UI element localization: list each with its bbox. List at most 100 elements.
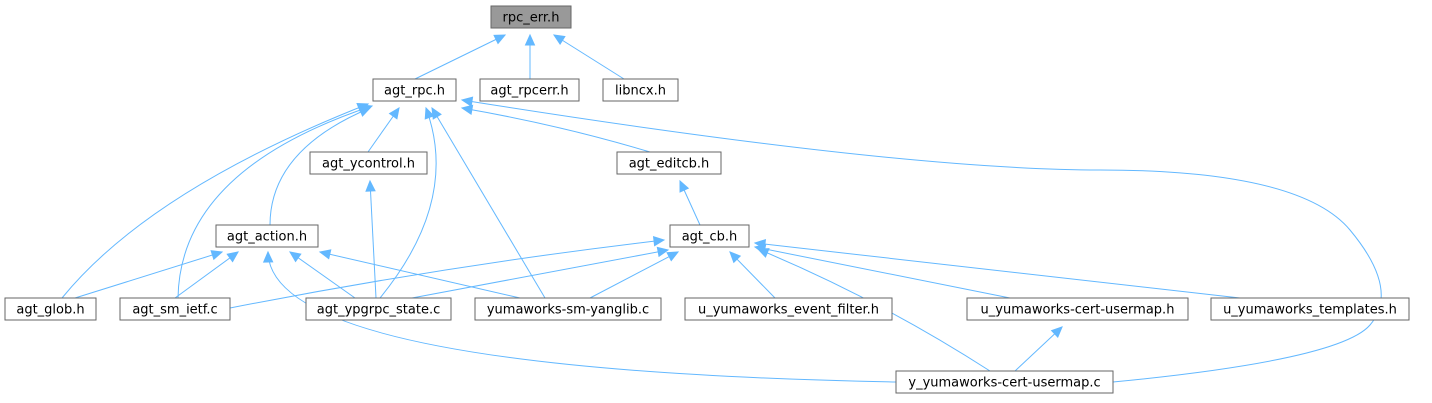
arrowhead-icon [756,248,770,258]
node-label: y_yumaworks-cert-usermap.c [908,376,1100,391]
edge-line [379,107,437,299]
node-box [684,297,893,321]
edge-agt_ypgrpc_state-to-agt_action [289,251,356,299]
arrowhead-icon [388,107,400,120]
node-box [4,297,97,321]
edge-line [61,103,369,299]
edge-agt_sm_ietf-to-agt_cb [229,235,666,309]
arrowhead-icon [656,246,670,258]
node-libncx[interactable]: libncx.h [602,78,679,102]
node-label: agt_rpc.h [384,84,445,99]
node-label: u_yumaworks_event_filter.h [698,303,879,318]
arrowhead-icon [210,250,224,261]
node-box [215,224,319,248]
edge-agt_rpc-to-rpc_err [414,34,507,80]
arrowhead-icon [262,250,274,263]
edge-y_cert_usermap-to-cert_usermap_h [1014,326,1063,372]
node-box [1210,297,1410,321]
node-label: rpc_err.h [503,11,560,26]
node-agt_ypgrpc_state[interactable]: agt_ypgrpc_state.c [305,297,452,321]
node-agt_ycontrol[interactable]: agt_ycontrol.h [309,151,428,175]
arrowhead-icon [552,34,566,46]
edge-line [369,180,377,299]
edge-line [269,107,371,226]
edge-line [174,251,239,299]
edge-agt_sm_ietf-to-agt_rpc [177,104,374,299]
arrowhead-icon [365,179,376,192]
edge-agt_ypgrpc_state-to-agt_ycontrol [365,179,377,299]
graph-edges [61,33,1382,383]
edge-line [319,251,521,299]
node-box [490,5,572,29]
edge-agt_glob-to-agt_action [74,250,224,299]
arrowhead-icon [424,106,435,120]
edge-line [461,99,1382,383]
edge-line [754,246,1011,299]
edge-line [267,251,897,383]
edge-line [177,105,373,299]
edge-line [754,242,1241,299]
edge-cert_usermap_h-to-agt_cb [753,243,1011,299]
node-agt_cb[interactable]: agt_cb.h [669,224,750,248]
edge-line [589,251,679,299]
edge-event_filter-to-agt_cb [729,251,776,299]
node-label: agt_cb.h [682,230,738,245]
node-box [119,297,231,321]
node-sm_yanglib[interactable]: yumaworks-sm-yanglib.c [474,297,662,321]
edge-line [289,251,356,299]
node-agt_sm_ietf[interactable]: agt_sm_ietf.c [119,297,231,321]
node-y_cert_usermap[interactable]: y_yumaworks-cert-usermap.c [895,370,1114,394]
node-box [309,151,428,175]
edge-sm_yanglib-to-agt_cb [589,251,680,299]
node-label: agt_rpcerr.h [490,84,568,99]
edge-agt_ypgrpc_state-to-agt_cb [411,246,670,299]
node-agt_rpcerr[interactable]: agt_rpcerr.h [479,78,580,102]
edge-agt_sm_ietf-to-agt_action [174,251,239,299]
arrowhead-icon [431,106,442,120]
node-box [474,297,662,321]
arrowhead-icon [753,238,767,250]
edge-agt_editcb-to-agt_rpc [460,104,651,153]
node-box [966,297,1189,321]
node-box [372,78,457,102]
arrowhead-icon [524,33,536,46]
edge-line [414,34,506,80]
edge-templates-to-agt_cb [753,238,1241,299]
node-event_filter[interactable]: u_yumaworks_event_filter.h [684,297,893,321]
arrowhead-icon [652,235,666,247]
arrowhead-icon [729,251,742,264]
arrowhead-icon [460,96,474,107]
node-agt_rpc[interactable]: agt_rpc.h [372,78,457,102]
edge-libncx-to-rpc_err [552,34,625,80]
arrowhead-icon [289,251,302,263]
node-label: u_yumaworks-cert-usermap.h [981,303,1175,318]
node-templates[interactable]: u_yumaworks_templates.h [1210,297,1410,321]
node-box [616,151,722,175]
arrowhead-icon [1050,326,1063,339]
arrowhead-icon [666,251,680,262]
edge-line [461,107,651,153]
edge-sm_yanglib-to-agt_action [318,249,521,299]
node-label: agt_editcb.h [629,157,710,172]
node-agt_glob[interactable]: agt_glob.h [4,297,97,321]
root-node: rpc_err.h [490,5,572,29]
arrowhead-icon [493,34,507,45]
node-label: libncx.h [615,84,666,99]
node-label: agt_ycontrol.h [322,157,415,172]
graph-nodes: rpc_err.h agt_rpc.h agt_rpcerr.h libncx.h ag… [4,5,1410,394]
node-agt_action[interactable]: agt_action.h [215,224,319,248]
node-box [602,78,679,102]
node-label: u_yumaworks_templates.h [1223,303,1397,318]
node-agt_editcb[interactable]: agt_editcb.h [616,151,722,175]
node-label: agt_sm_ietf.c [132,303,217,318]
node-box [479,78,580,102]
node-cert_usermap_h[interactable]: u_yumaworks-cert-usermap.h [966,297,1189,321]
arrowhead-icon [460,104,474,115]
arrowhead-icon [679,179,690,193]
arrowhead-icon [360,104,374,115]
node-box [305,297,452,321]
edge-line [729,251,776,299]
edge-agt_ycontrol-to-agt_rpc [367,107,400,153]
node-label: agt_action.h [227,230,307,245]
edge-sm_yanglib-to-agt_rpc [431,106,546,299]
